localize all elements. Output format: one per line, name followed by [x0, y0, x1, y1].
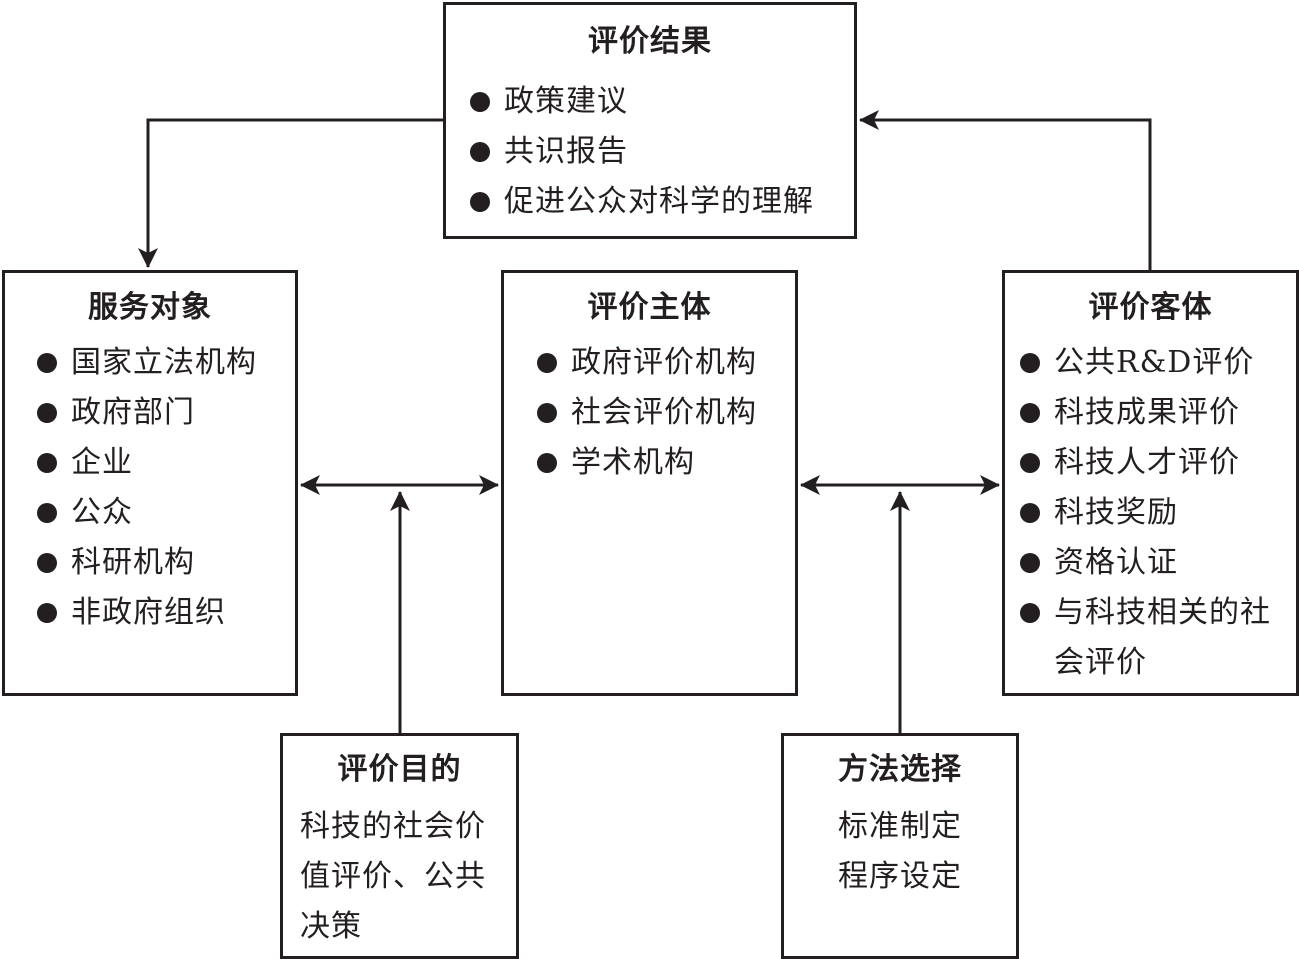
service-target-title: 服务对象: [88, 290, 212, 325]
bullet-icon: [537, 453, 557, 473]
method-box: 方法选择 标准制定 程序设定: [781, 733, 1019, 959]
bullet-icon: [37, 553, 57, 573]
purpose-title: 评价目的: [337, 752, 462, 787]
method-line: 程序设定: [838, 859, 962, 894]
bullet-icon: [537, 353, 557, 373]
list-item: 公共R&D评价: [1020, 338, 1296, 388]
bullet-icon: [1020, 353, 1040, 373]
service-target-list: 国家立法机构 政府部门 企业 公众 科研机构 非政府组织: [37, 338, 295, 638]
bullet-icon: [470, 142, 490, 162]
object-title: 评价客体: [1088, 290, 1213, 325]
method-line: 标准制定: [838, 809, 962, 844]
purpose-text: 科技的社会价值评价、公共决策: [300, 809, 486, 944]
result-list: 政策建议 共识报告 促进公众对科学的理解: [470, 77, 854, 227]
bullet-icon: [37, 353, 57, 373]
bullet-icon: [1020, 453, 1040, 473]
list-item: 促进公众对科学的理解: [470, 177, 854, 227]
result-box: 评价结果 政策建议 共识报告 促进公众对科学的理解: [443, 2, 857, 239]
list-item: 科技成果评价: [1020, 388, 1296, 438]
subject-title: 评价主体: [587, 290, 712, 325]
bullet-icon: [37, 503, 57, 523]
list-item: 政策建议: [470, 77, 854, 127]
list-item: 学术机构: [537, 438, 795, 488]
list-item: 公众: [37, 488, 295, 538]
list-item: 社会评价机构: [537, 388, 795, 438]
list-item: 企业: [37, 438, 295, 488]
bullet-icon: [1020, 603, 1040, 623]
list-item: 科技奖励: [1020, 488, 1296, 538]
method-lines: 标准制定 程序设定: [784, 802, 1016, 902]
subject-box: 评价主体 政府评价机构 社会评价机构 学术机构: [501, 270, 798, 696]
list-item: 科技人才评价: [1020, 438, 1296, 488]
bullet-icon: [537, 403, 557, 423]
bullet-icon: [1020, 553, 1040, 573]
result-title: 评价结果: [588, 24, 712, 59]
list-item: 政府部门: [37, 388, 295, 438]
list-item: 资格认证: [1020, 538, 1296, 588]
arrow-result-to-service: [138, 118, 443, 268]
bullet-icon: [470, 92, 490, 112]
list-item: 国家立法机构: [37, 338, 295, 388]
bullet-icon: [37, 403, 57, 423]
list-item: 政府评价机构: [537, 338, 795, 388]
method-title: 方法选择: [838, 752, 962, 787]
bullet-icon: [1020, 403, 1040, 423]
bullet-icon: [37, 603, 57, 623]
list-item: 与科技相关的社会评价: [1020, 588, 1296, 688]
list-item: 共识报告: [470, 127, 854, 177]
object-list: 公共R&D评价 科技成果评价 科技人才评价 科技奖励 资格认证 与科技相关的社会…: [1020, 338, 1296, 688]
arrow-object-to-result: [859, 110, 1152, 270]
list-item: 科研机构: [37, 538, 295, 588]
service-target-box: 服务对象 国家立法机构 政府部门 企业 公众 科研机构 非政府组织: [2, 270, 298, 696]
bullet-icon: [37, 453, 57, 473]
object-box: 评价客体 公共R&D评价 科技成果评价 科技人才评价 科技奖励 资格认证 与科技…: [1002, 270, 1299, 696]
bullet-icon: [470, 192, 490, 212]
purpose-box: 评价目的 科技的社会价值评价、公共决策: [280, 733, 519, 959]
list-item: 非政府组织: [37, 588, 295, 638]
subject-list: 政府评价机构 社会评价机构 学术机构: [537, 338, 795, 488]
bullet-icon: [1020, 503, 1040, 523]
